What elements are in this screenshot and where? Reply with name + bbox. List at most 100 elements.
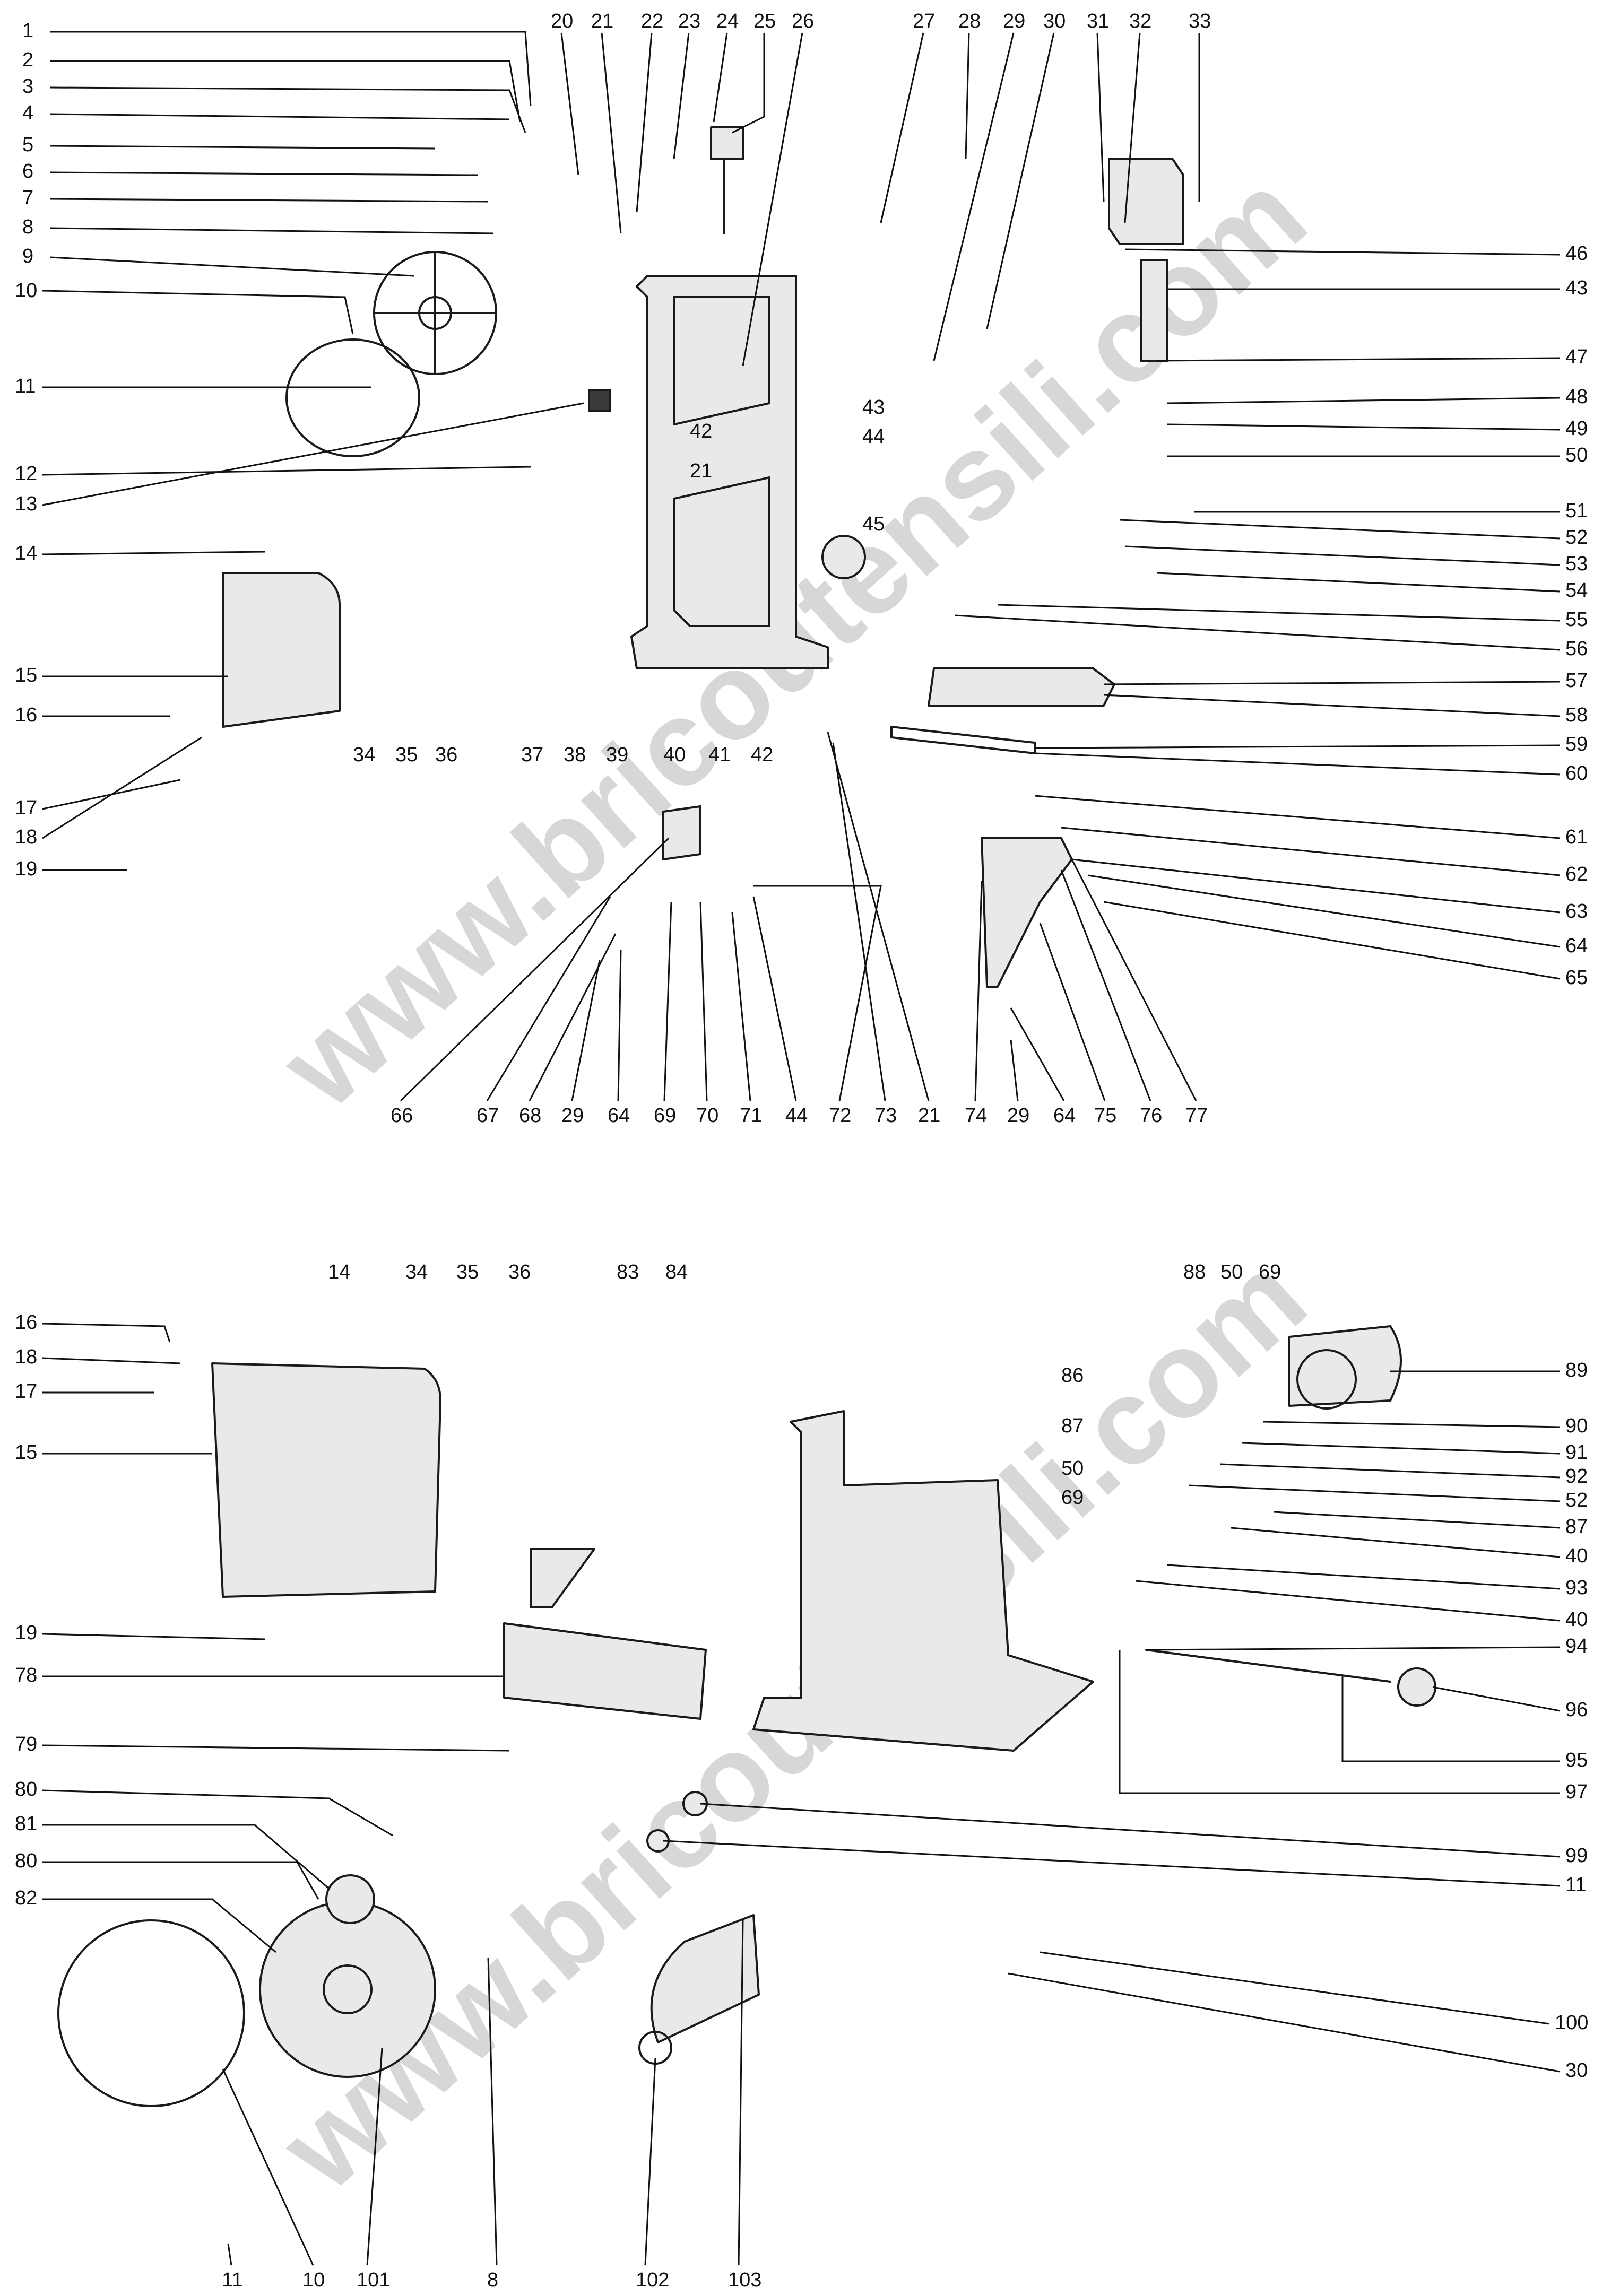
callout-l15: 15 [15,1441,37,1464]
callout-67: 67 [477,1104,499,1127]
leaders-bottom-bottom [222,1920,744,2266]
top-callouts: 20 21 22 23 24 25 26 27 28 29 30 31 32 3… [15,10,1588,1127]
callout-66: 66 [391,1104,413,1127]
callout-102: 102 [636,2269,669,2291]
callout-19: 19 [15,858,37,880]
callout-26: 26 [792,10,814,32]
callout-92: 92 [1565,1465,1588,1488]
leaders-top [560,32,1200,367]
callout-8: 8 [22,216,33,238]
handwheel-knob [1397,1667,1436,1707]
callout-88: 88 [1183,1261,1206,1283]
callout-46: 46 [1565,242,1588,265]
callout-91: 91 [1565,1441,1588,1464]
lower-wheel [259,1901,436,2078]
callout-l36: 36 [508,1261,531,1283]
lower-wheel-hub [323,1964,373,2014]
upper-wheel-spokes [373,251,497,375]
callout-inner-42: 42 [690,420,712,442]
callout-50: 50 [1565,444,1588,466]
callout-56: 56 [1565,638,1588,660]
callout-5: 5 [22,134,33,156]
callout-l40b: 40 [1565,1608,1588,1631]
callout-l19: 19 [15,1622,37,1644]
callout-l52: 52 [1565,1489,1588,1511]
callout-94: 94 [1565,1635,1588,1657]
callout-16: 16 [15,704,37,726]
callout-12: 12 [15,463,37,485]
callout-b64b: 64 [1053,1104,1076,1127]
callout-49: 49 [1565,418,1588,440]
lower-frame [752,1410,1094,1752]
callout-l8: 8 [487,2269,498,2291]
callout-l14: 14 [328,1261,350,1283]
callout-83: 83 [617,1261,639,1283]
leaders-left [42,31,584,871]
callout-77: 77 [1185,1104,1208,1127]
leaders-bottom [400,732,1197,1102]
left-cover [222,572,341,728]
callout-76: 76 [1140,1104,1162,1127]
callout-70: 70 [696,1104,718,1127]
callout-l11b: 11 [222,2269,242,2291]
callout-27: 27 [913,10,935,32]
callout-42: 42 [751,744,773,766]
drive-shaft [1145,1649,1391,1683]
callout-68: 68 [519,1104,541,1127]
callout-11: 11 [15,375,36,397]
callout-b64a: 64 [608,1104,630,1127]
callout-29: 29 [1003,10,1025,32]
upper-guide-cover [1108,158,1184,245]
upper-tyre [285,338,420,457]
callout-101: 101 [357,2269,390,2291]
callout-17: 17 [15,797,37,819]
callout-43: 43 [1565,277,1588,299]
callout-inner-45: 45 [862,513,885,535]
bottom-assembly [57,1325,1436,2107]
callout-48: 48 [1565,386,1588,408]
chip-tray [503,1622,707,1720]
callout-62: 62 [1565,863,1588,885]
callout-60: 60 [1565,762,1588,785]
callout-57: 57 [1565,669,1588,692]
callout-51: 51 [1565,500,1588,522]
callout-58: 58 [1565,704,1588,726]
callout-20: 20 [551,10,573,32]
callout-86: 86 [1061,1364,1084,1387]
callout-2: 2 [22,49,33,71]
lower-cover [211,1362,441,1598]
callout-99: 99 [1565,1845,1588,1867]
motor-face [1296,1349,1357,1410]
callout-63: 63 [1565,900,1588,923]
callout-l40a: 40 [1565,1545,1588,1567]
callout-81: 81 [15,1813,37,1835]
callout-inner-21: 21 [690,460,712,482]
guide-rail [890,726,1036,754]
callout-55: 55 [1565,608,1588,631]
callout-22: 22 [641,10,663,32]
trunnion [981,837,1073,988]
callout-28: 28 [958,10,981,32]
bottom-callouts: 14 34 35 36 83 84 88 50 69 16 18 17 15 1… [15,1261,1588,2291]
callout-35: 35 [395,744,418,766]
cone-pulley [650,1914,760,2043]
callout-b29b: 29 [1007,1104,1029,1127]
top-assembly [222,126,1184,988]
motor [1288,1325,1402,1407]
callout-34: 34 [353,744,375,766]
callout-l17: 17 [15,1380,37,1403]
callout-l16: 16 [15,1311,37,1334]
callout-52: 52 [1565,526,1588,549]
callout-15: 15 [15,664,37,686]
callout-79: 79 [15,1733,37,1755]
callout-80a: 80 [15,1778,37,1801]
callout-89: 89 [1565,1359,1588,1381]
lower-tyre [57,1919,245,2107]
leaders-bottom-left [42,1323,510,1953]
callout-l87b: 87 [1565,1516,1588,1538]
callout-30: 30 [1043,10,1066,32]
callout-38: 38 [564,744,586,766]
callout-24: 24 [716,10,739,32]
callout-l50: 50 [1220,1261,1243,1283]
callout-l87a: 87 [1061,1415,1084,1437]
